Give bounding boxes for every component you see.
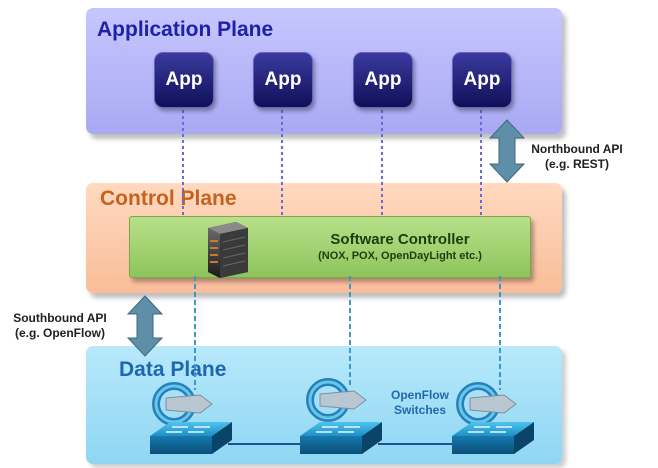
app-box-3: App [353,52,413,108]
server-icon [208,222,248,278]
southbound-api-title: Southbound API [13,311,107,325]
northbound-api-label: Northbound API (e.g. REST) [527,142,627,172]
switches-label-line2: Switches [393,403,447,417]
southbound-double-arrow-icon [126,295,164,357]
app-controller-links [182,110,482,216]
northbound-api-example: (e.g. REST) [544,157,609,171]
data-plane-title: Data Plane [119,358,227,381]
openflow-switches-label: OpenFlow Switches [382,388,458,418]
controller-title: Software Controller [330,231,470,248]
openflow-switch-icon [452,382,534,454]
app-box-4: App [452,52,512,108]
controller-switch-links [194,276,501,390]
openflow-switch-icon [300,378,382,454]
control-plane-title: Control Plane [100,187,237,210]
app-box-1: App [154,52,214,108]
software-controller-box [129,216,531,278]
southbound-api-example: (e.g. OpenFlow) [15,326,105,340]
southbound-api-label: Southbound API (e.g. OpenFlow) [4,311,116,341]
controller-subtitle: (NOX, POX, OpenDayLight etc.) [318,250,482,262]
application-plane-title: Application Plane [97,18,274,41]
switches-label-line1: OpenFlow [391,388,449,402]
northbound-double-arrow-icon [488,119,526,183]
app-box-2: App [253,52,313,108]
openflow-switch-icon [150,382,232,454]
northbound-api-title: Northbound API [531,142,623,156]
